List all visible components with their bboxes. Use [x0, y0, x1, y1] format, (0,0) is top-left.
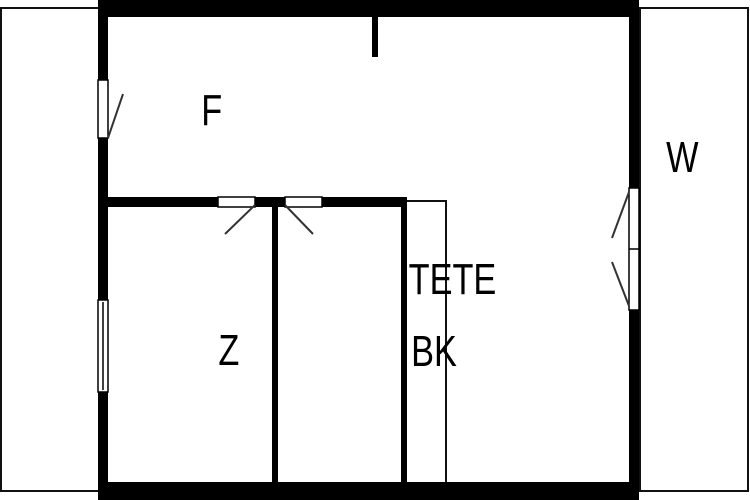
top-wall: [98, 0, 639, 17]
interior-wall-h2: [255, 197, 285, 207]
right-wall-lower: [629, 310, 639, 500]
room-label-z: Z: [218, 326, 239, 375]
right-wall-upper: [629, 0, 639, 188]
left-terrace-outline: [0, 7, 100, 492]
interior-wall-v1: [272, 207, 278, 483]
right-terrace-outline: [639, 7, 749, 492]
door-swing-f: [107, 93, 124, 139]
partition-stub: [372, 17, 378, 57]
left-wall-middle: [98, 138, 108, 300]
door-swing-bk: [284, 204, 314, 235]
bottom-wall: [98, 482, 639, 500]
door-swing-right-lower: [611, 261, 630, 307]
interior-wall-v2: [401, 197, 407, 483]
door-swing-right-upper: [611, 191, 630, 239]
room-label-bk: BK: [411, 327, 457, 376]
left-wall-lower: [98, 392, 108, 500]
door-z: [217, 196, 256, 208]
interior-wall-h3: [322, 197, 407, 207]
room-label-w: W: [666, 133, 699, 182]
door-bk: [284, 196, 323, 208]
interior-wall-h1: [108, 197, 218, 207]
room-label-tete: TETE: [409, 255, 497, 304]
kitchen-counter: [407, 200, 447, 482]
left-wall-upper: [98, 0, 108, 80]
window-left-upper: [97, 79, 109, 139]
room-label-f: F: [201, 86, 222, 135]
door-swing-z: [224, 204, 256, 235]
